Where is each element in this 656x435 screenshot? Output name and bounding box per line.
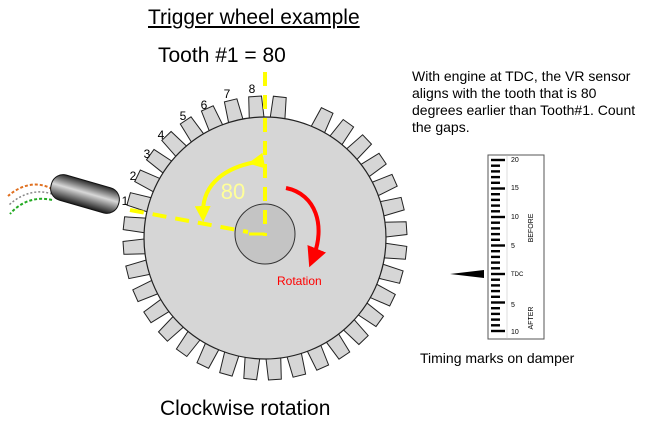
scale-major-tick (491, 187, 505, 190)
before-label: BEFORE (528, 213, 535, 242)
scale-minor-tick (491, 210, 500, 213)
tooth-one-label: Tooth #1 = 80 (158, 44, 286, 67)
scale-minor-tick (491, 307, 500, 310)
scale-minor-tick (491, 261, 500, 264)
scale-minor-tick (491, 289, 500, 293)
after-label: AFTER (528, 307, 535, 330)
sensor-guide-line (129, 208, 249, 234)
rotation-caption: Clockwise rotation (160, 397, 331, 420)
scale-major-tick (491, 329, 505, 333)
tooth-number-label: 1 (122, 194, 129, 208)
damper-timing-scale: BEFORE AFTER TDC 20 15 10 5 5 10 (487, 154, 545, 340)
tooth-number-label: 5 (180, 109, 187, 123)
rotation-arrow (285, 186, 327, 268)
scale-minor-tick (491, 164, 500, 167)
scale-minor-tick (491, 250, 500, 253)
sensor-wire-orange (7, 183, 53, 197)
rotation-label: Rotation (277, 274, 322, 288)
scale-minor-tick (491, 255, 500, 259)
scale-minor-tick (491, 227, 500, 230)
scale-minor-tick (491, 318, 500, 321)
scale-minor-tick (491, 238, 500, 241)
before-tick-5: 5 (511, 243, 515, 250)
sensor-body (50, 174, 120, 214)
scale-minor-tick (491, 204, 500, 207)
scale-minor-tick (491, 284, 500, 287)
tooth-number-label: 2 (130, 169, 137, 183)
scale-major-tick (491, 215, 505, 219)
scale-minor-tick (491, 175, 500, 179)
angle-arrow (194, 152, 266, 222)
wheel-tooth (265, 355, 282, 381)
scale-minor-tick (491, 267, 500, 270)
sensor-wire-green (9, 197, 53, 215)
before-tick-20: 20 (511, 157, 519, 164)
scale-minor-tick (491, 221, 500, 224)
scale-minor-tick (491, 170, 500, 173)
before-tick-15: 15 (511, 185, 519, 192)
description-text: With engine at TDC, the VR sensor aligns… (412, 68, 636, 135)
wheel-tooth (122, 238, 148, 255)
tooth-number-label: 7 (224, 87, 231, 101)
damper-caption: Timing marks on damper (420, 350, 575, 366)
scale-minor-tick (491, 198, 500, 202)
scale-major-tick (491, 244, 505, 247)
scale-minor-tick (491, 312, 500, 316)
timing-pointer (450, 270, 484, 278)
scale-major-tick (491, 272, 505, 276)
tdc-label: TDC (511, 272, 524, 278)
scale-ticks (491, 158, 505, 333)
scale-minor-tick (491, 324, 500, 327)
before-tick-10: 10 (511, 214, 519, 221)
tooth-number-label: 6 (201, 98, 208, 112)
after-tick-5: 5 (511, 302, 515, 309)
vr-sensor (7, 174, 120, 215)
scale-minor-tick (491, 181, 500, 184)
tooth-number-label: 3 (144, 147, 151, 161)
tooth-number-label: 8 (249, 82, 256, 96)
scale-minor-tick (491, 193, 500, 196)
scale-minor-tick (491, 278, 500, 281)
diagram-title: Trigger wheel example (148, 6, 360, 29)
scale-minor-tick (491, 232, 500, 236)
scale-major-tick (491, 301, 505, 304)
scale-minor-tick (491, 295, 500, 298)
wheel-tooth (248, 95, 265, 121)
scale-major-tick (491, 158, 505, 162)
after-tick-10: 10 (511, 329, 519, 336)
tooth-number-label: 4 (158, 128, 165, 142)
angle-value: 80 (221, 179, 245, 204)
wheel-tooth (382, 221, 408, 238)
